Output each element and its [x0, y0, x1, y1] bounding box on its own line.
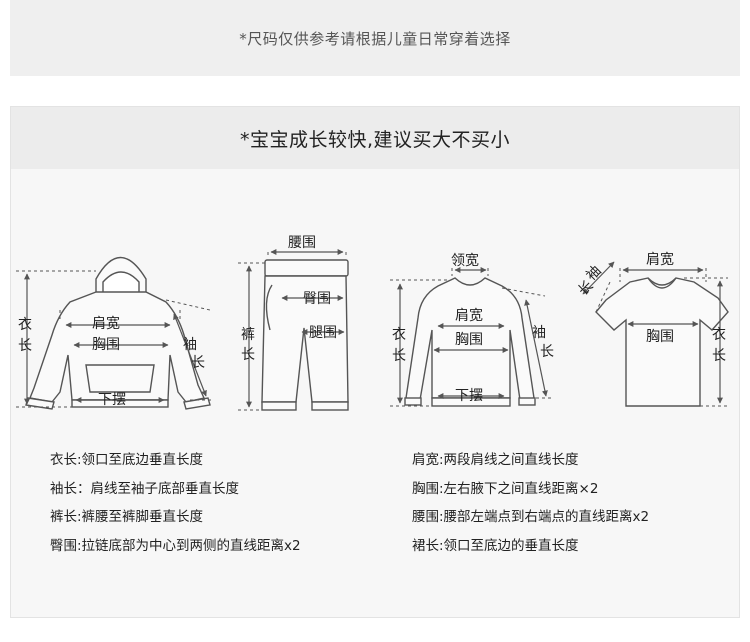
- definition-skirt-length: 裙长:领口至底边的垂直长度: [412, 537, 579, 554]
- definition-hip: 臀围:拉链底部为中心到两侧的直线距离x2: [50, 537, 301, 554]
- hoodie-hem-label: 下摆: [98, 392, 126, 408]
- pants-length-label-1: 裤: [241, 327, 255, 343]
- sweater-sleeve-label-1: 袖: [532, 325, 546, 341]
- tshirt-chest-label: 胸围: [646, 329, 674, 345]
- sweater-shoulder-label: 肩宽: [455, 307, 483, 324]
- definition-garment-length: 衣长:领口至底边垂直长度: [50, 452, 204, 468]
- hoodie-chest-label: 胸围: [92, 337, 120, 353]
- tshirt-shoulder-label: 肩宽: [646, 251, 674, 268]
- definition-sleeve-length: 袖长：肩线至袖子底部垂直长度: [50, 480, 239, 497]
- pants-waist-label: 腰围: [288, 235, 316, 251]
- hoodie-sleeve-label-2: 长: [191, 355, 205, 371]
- hoodie-length-label-1: 衣: [18, 317, 32, 333]
- tshirt-length-label-1: 衣: [712, 327, 726, 343]
- pants-length-label-2: 长: [241, 347, 255, 363]
- size-notice-banner: *尺码仅供参考请根据儿童日常穿着选择: [10, 0, 740, 76]
- sweater-length-label-1: 衣: [392, 327, 406, 343]
- definition-pants-length: 裤长:裤腰至裤脚垂直长度: [50, 509, 204, 526]
- pants-thigh-label: 腿围: [309, 325, 337, 341]
- hoodie-length-label-2: 长: [18, 338, 32, 354]
- hoodie-shoulder-label: 肩宽: [92, 315, 120, 332]
- definition-shoulder: 肩宽:两段肩线之间直线长度: [412, 452, 579, 468]
- size-guide-header: *宝宝成长较快,建议买大不买小: [11, 107, 739, 169]
- size-notice-text: *尺码仅供参考请根据儿童日常穿着选择: [239, 29, 511, 48]
- definition-waist: 腰围:腰部左端点到右端点的直线距离x2: [412, 509, 650, 526]
- tshirt-length-label-2: 长: [712, 348, 726, 364]
- hoodie-diagram: [25, 256, 211, 410]
- sweater-hem-label: 下摆: [455, 388, 483, 404]
- tshirt-diagram: [595, 277, 729, 407]
- sweater-collar-label: 领宽: [451, 252, 479, 269]
- sweater-diagram: [404, 277, 536, 407]
- sweater-sleeve-label-2: 长: [540, 344, 554, 360]
- definition-chest: 胸围:左右腋下之间直线距离×2: [412, 480, 599, 497]
- definitions-left: 衣长:领口至底边垂直长度 袖长：肩线至袖子底部垂直长度 裤长:裤腰至裤脚垂直长度…: [50, 446, 301, 560]
- sweater-length-label-2: 长: [392, 348, 406, 364]
- definitions-right: 肩宽:两段肩线之间直线长度 胸围:左右腋下之间直线距离×2 腰围:腰部左端点到右…: [412, 446, 649, 560]
- pants-diagram: [261, 259, 349, 411]
- sweater-chest-label: 胸围: [455, 332, 483, 348]
- hoodie-sleeve-label-1: 袖: [183, 337, 197, 353]
- pants-hip-label: 臀围: [303, 291, 331, 307]
- size-guide-title: *宝宝成长较快,建议买大不买小: [239, 128, 511, 151]
